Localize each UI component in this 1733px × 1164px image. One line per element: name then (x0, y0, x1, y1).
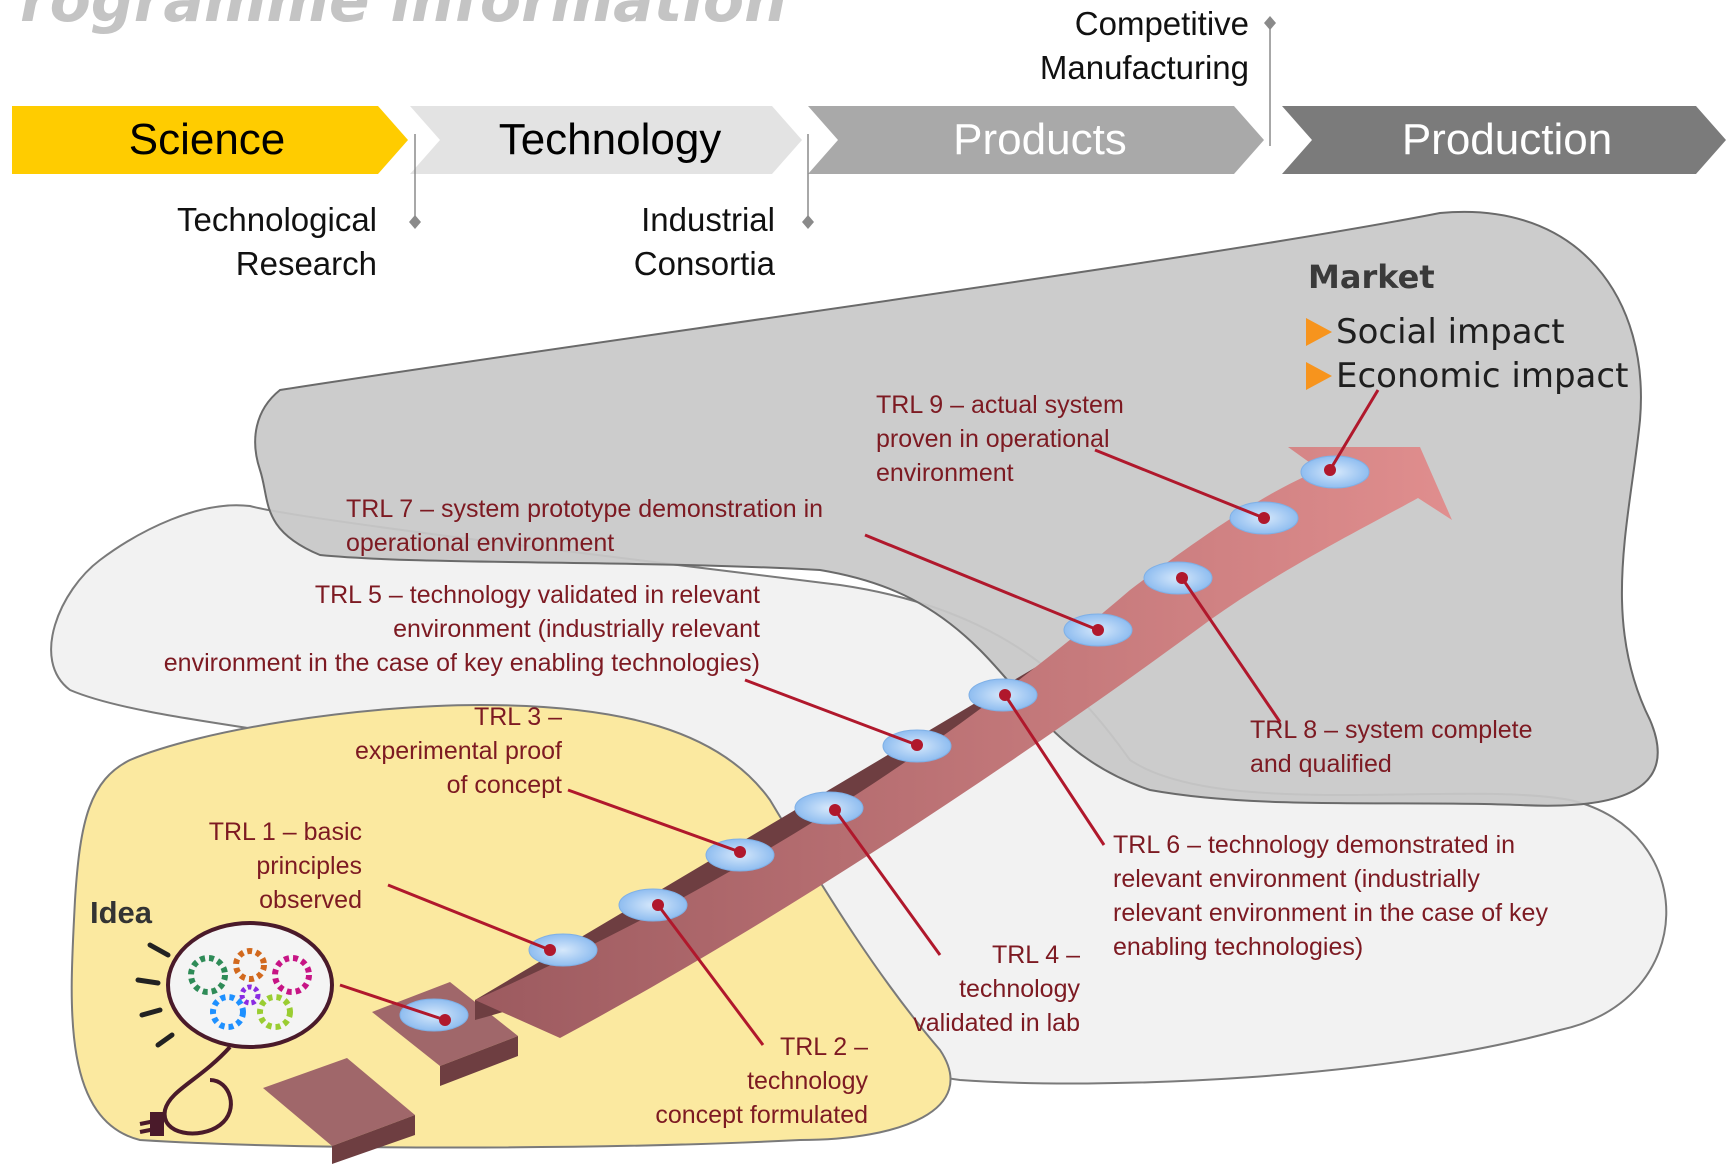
trl-1-label: TRL 1 – basic principles observed (208, 818, 362, 914)
leader-trl9 (1094, 448, 1265, 520)
market-item: Social impact (1306, 310, 1628, 354)
trl-5-label: TRL 5 – technology validated in relevant… (163, 581, 760, 677)
leader-trl1 (387, 883, 551, 952)
page-title: rogramme information (20, 0, 787, 36)
trl-disc-1b (528, 933, 598, 967)
arrow-body (475, 447, 1452, 1038)
market-item-label: Social impact (1336, 312, 1565, 352)
trl-leader-dots (439, 464, 1336, 1026)
leader-trl8 (1180, 577, 1282, 723)
step-1 (263, 1058, 415, 1146)
milestone-diamond-consortia (802, 215, 814, 229)
milestone-competitive-manufacturing: Competitive Manufacturing (1039, 5, 1249, 86)
trl-leaders (339, 389, 1380, 1046)
bullet-arrow-icon (1306, 318, 1332, 346)
step-1-side (332, 1115, 415, 1164)
phase-bar (12, 106, 1726, 174)
leader-trl2 (656, 904, 765, 1046)
trl-2-label: TRL 2 – technology concept formulated (655, 1033, 868, 1129)
trl-disc-4 (794, 791, 864, 825)
trl-4-label: TRL 4 – technology validated in lab (913, 941, 1080, 1037)
leader-trl4 (833, 809, 942, 956)
leader-dot-trl8 (1176, 572, 1188, 584)
leader-market (1328, 389, 1380, 471)
leader-trl7 (864, 533, 1099, 632)
leader-dot-trl6 (999, 689, 1011, 701)
science-chevron (12, 106, 408, 174)
trl-7-label: TRL 7 – system prototype demonstration i… (346, 495, 824, 557)
products-chevron (808, 106, 1264, 174)
trl-8-label: TRL 8 – system complete and qualified (1250, 716, 1533, 778)
production-chevron (1282, 106, 1726, 174)
phase-products: Products (820, 106, 1260, 174)
market-item: Economic impact (1306, 354, 1628, 398)
trl-3-label: TRL 3 – experimental proof of concept (354, 703, 562, 799)
leader-trl3 (567, 788, 741, 854)
milestone-markers (409, 16, 1276, 229)
leader-dot-market (1324, 464, 1336, 476)
milestone-industrial-consortia: Industrial Consortia (633, 201, 775, 282)
phase-label-science: Science (128, 115, 286, 164)
market-list: Social impact Economic impact (1306, 310, 1628, 398)
milestone-diamond-manufacturing (1264, 16, 1276, 30)
leader-dot-trl9 (1258, 512, 1270, 524)
market-heading: Market (1308, 258, 1435, 296)
trl-6-label: TRL 6 – technology demonstrated in relev… (1113, 831, 1548, 961)
milestone-diamond-research (409, 215, 421, 229)
idea-label: Idea (90, 895, 153, 930)
leader-trl6 (1003, 694, 1106, 846)
technology-chevron (410, 106, 802, 174)
step-2-side (440, 1036, 518, 1086)
phase-science: Science (12, 106, 402, 174)
idea-brain-icon (135, 921, 334, 1136)
phase-label-products: Products (953, 115, 1127, 164)
phase-label-technology: Technology (498, 115, 722, 164)
leader-dot-trl7 (1092, 624, 1104, 636)
leader-dot-trl2 (652, 899, 664, 911)
bullet-arrow-icon (1306, 362, 1332, 390)
trl-9-label: TRL 9 – actual system proven in operatio… (876, 391, 1124, 487)
leader-trl5 (744, 678, 918, 747)
leader-idea (339, 983, 446, 1022)
milestone-technological-research: Technological Research (177, 201, 377, 282)
leader-dot-trl5 (911, 739, 923, 751)
market-item-label: Economic impact (1336, 356, 1629, 396)
phase-production: Production (1292, 106, 1722, 174)
market-region (254, 210, 1659, 807)
phase-technology: Technology (420, 106, 800, 174)
leader-dot-trl3 (734, 846, 746, 858)
leader-dot-trl1 (544, 944, 556, 956)
leader-dot-idea (439, 1014, 451, 1026)
leader-dot-trl4 (829, 804, 841, 816)
phase-label-production: Production (1401, 115, 1613, 164)
